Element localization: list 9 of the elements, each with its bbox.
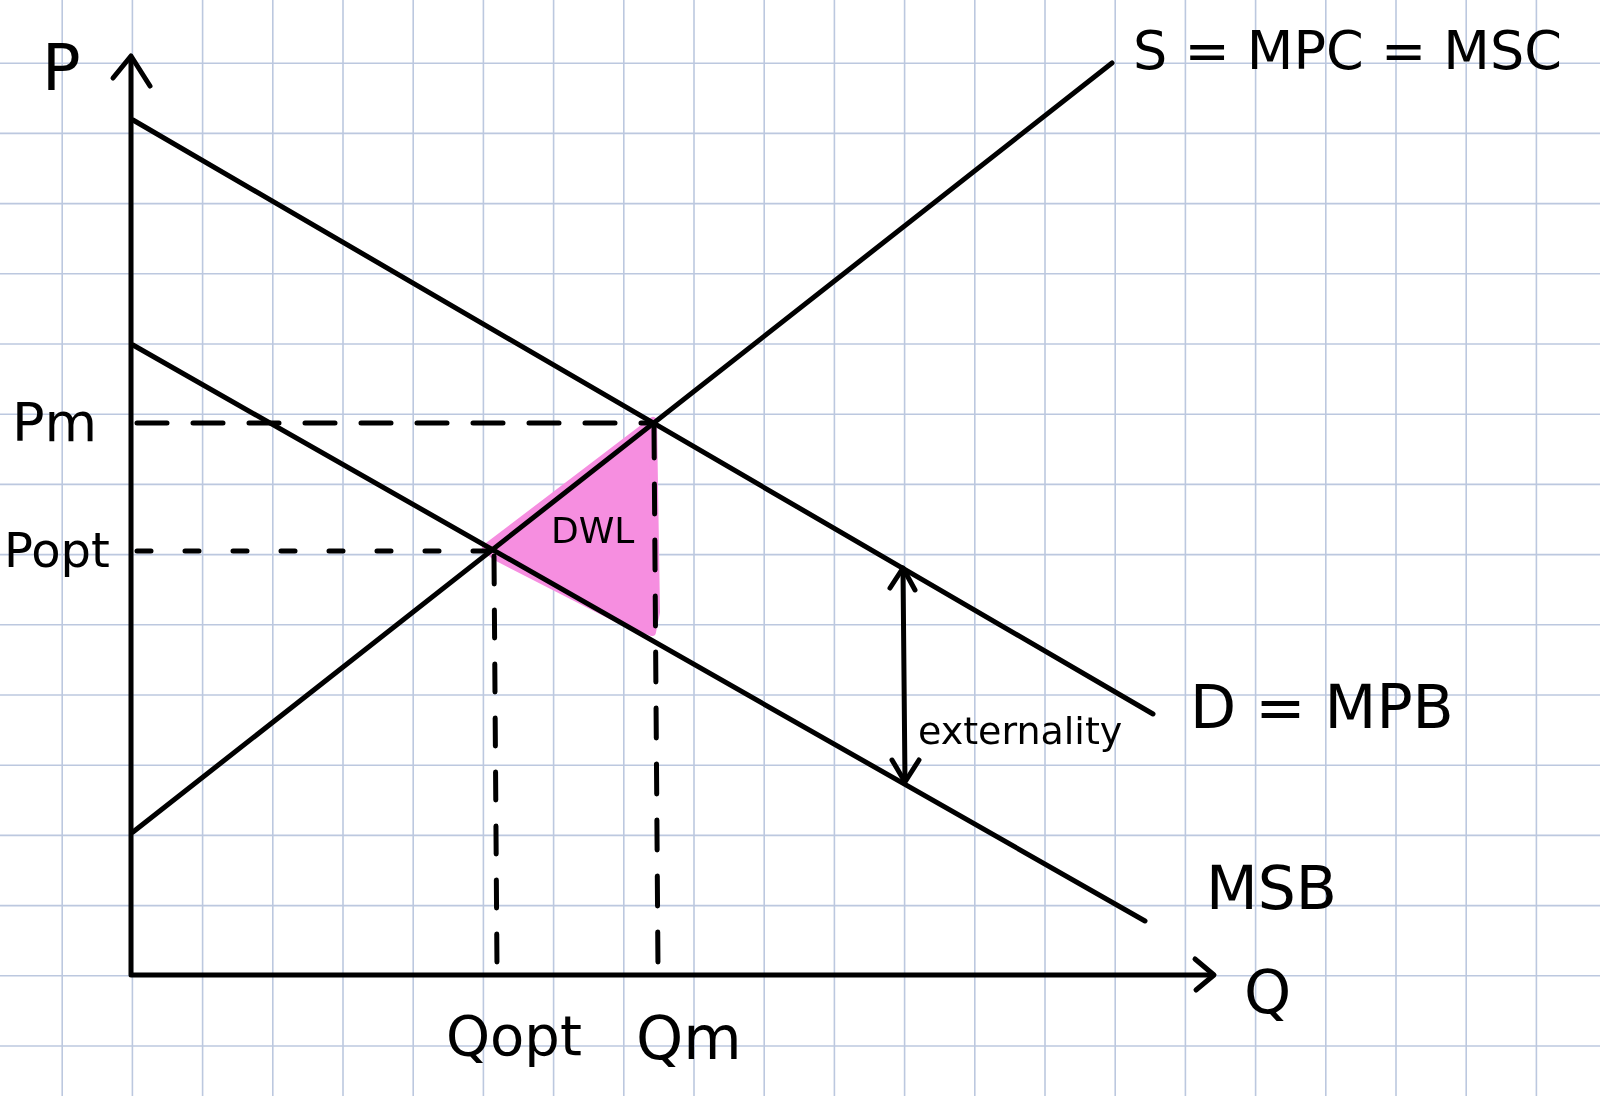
axis-label: P <box>42 36 81 100</box>
annotation-label: externality <box>918 712 1123 750</box>
quantity-label: Qm <box>636 1008 742 1068</box>
curve-label: D = MPB <box>1190 677 1454 737</box>
curve-label: S = MPC = MSC <box>1133 24 1562 78</box>
axis-label: Q <box>1244 962 1292 1022</box>
price-label: Pm <box>12 396 98 450</box>
area-label: DWL <box>551 513 635 549</box>
curve-label: MSB <box>1206 858 1337 918</box>
